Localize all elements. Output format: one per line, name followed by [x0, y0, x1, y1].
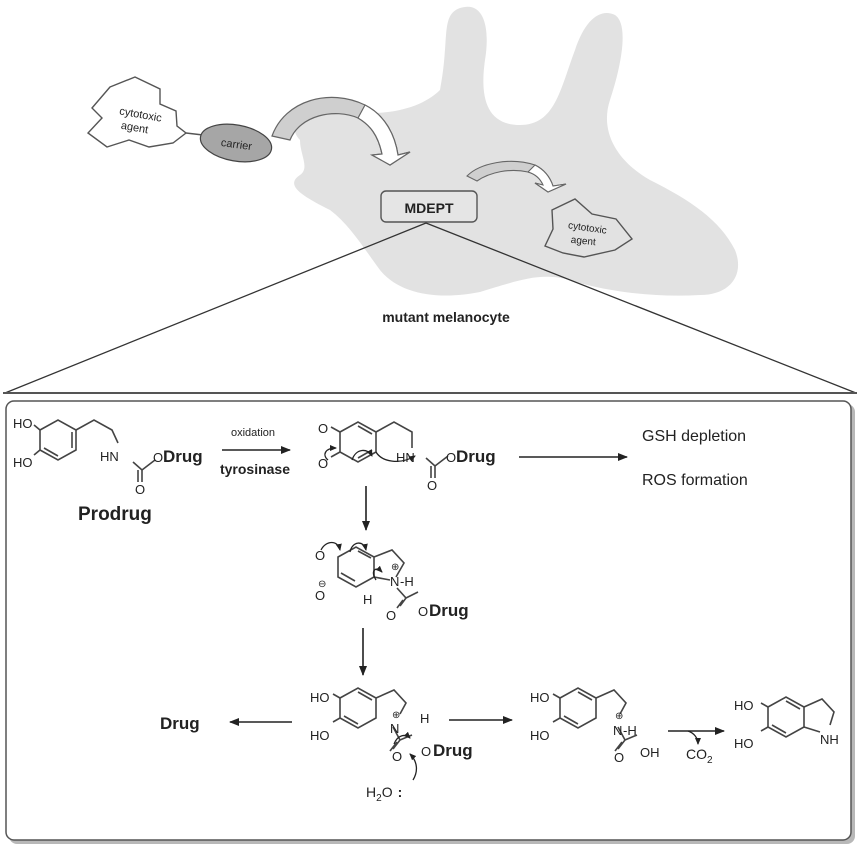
side-effect-gsh: GSH depletion — [642, 428, 746, 445]
melanocyte-cell — [294, 6, 739, 296]
plus-charge-icon: ⊕ — [615, 711, 623, 722]
intermediate-o-top: O — [315, 548, 325, 563]
product-ho-top: HO — [734, 698, 754, 713]
quinone-hn: HN — [396, 450, 415, 465]
carbamic-n: N — [613, 723, 622, 738]
prodrug-drug: Drug — [163, 447, 203, 466]
cytotoxic-agent-inside-line2: agent — [570, 235, 596, 249]
carrier — [199, 123, 273, 163]
released-drug-label: Drug — [160, 714, 200, 733]
intermediate-h: H — [363, 592, 372, 607]
minus-charge-icon: ⊖ — [318, 579, 326, 590]
plus-charge-icon: ⊕ — [391, 562, 399, 573]
carbamic-ho-top: HO — [530, 690, 550, 705]
intermediate-n: N — [390, 574, 399, 589]
hydrolysis-o-ester: O — [421, 744, 431, 759]
carbamic-carbonyl-o: O — [614, 750, 624, 765]
cyclized-intermediate-structure — [320, 541, 419, 609]
carbamic-ho-bottom: HO — [530, 728, 550, 743]
hydrolysis-h: H — [420, 711, 429, 726]
hydrolysis-drug: Drug — [433, 741, 473, 760]
hydrolysis-ho-top: HO — [310, 690, 330, 705]
mechanism-box — [5, 400, 852, 841]
mdept-label: MDEPT — [405, 200, 454, 216]
intermediate-nh: -H — [400, 574, 414, 589]
intermediate-drug: Drug — [429, 601, 469, 620]
cytotoxic-agent-outside-shape — [86, 76, 188, 148]
plus-charge-icon: ⊕ — [392, 710, 400, 721]
carbamic-oh: OH — [640, 745, 660, 760]
side-effect-ros: ROS formation — [642, 472, 748, 489]
quinone-o-bottom: O — [318, 456, 328, 471]
intermediate-carbonyl-o: O — [386, 608, 396, 623]
carbamic-acid-structure — [552, 687, 638, 752]
hydrolysis-n: N — [390, 721, 399, 736]
prodrug-structure — [33, 419, 156, 482]
prodrug-ho-bottom: HO — [13, 455, 33, 470]
intermediate-o-ester: O — [418, 604, 428, 619]
water-label: H2O: — [366, 784, 402, 804]
hydrolysis-carbonyl-o: O — [392, 749, 402, 764]
carrier-label: carrier — [220, 137, 253, 153]
carbamate-hydrolysis-structure — [332, 687, 418, 781]
quinone-o-ester: O — [446, 450, 456, 465]
prodrug-carbonyl-o: O — [135, 482, 145, 497]
prodrug-hn: HN — [100, 449, 119, 464]
quinone-carbonyl-o: O — [427, 478, 437, 493]
carbamic-nh: -H — [623, 723, 637, 738]
tyrosinase-label: tyrosinase — [220, 461, 290, 477]
cytotoxic-agent-inside-line1: cytotoxic — [567, 220, 607, 236]
quinone-drug: Drug — [456, 447, 496, 466]
co2-label: CO2 — [686, 746, 713, 766]
zoom-line-left — [4, 222, 427, 394]
product-nh: NH — [820, 732, 839, 747]
dihydroxyindoline-structure — [760, 696, 835, 738]
cytotoxic-agent-inside-shape — [544, 198, 634, 258]
mdept-box — [380, 190, 478, 223]
zoom-line-right — [425, 222, 857, 394]
product-ho-bottom: HO — [734, 736, 754, 751]
intermediate-o-minus: O — [315, 588, 325, 603]
oxidation-label: oxidation — [231, 427, 275, 439]
cell-label: mutant melanocyte — [382, 309, 510, 325]
quinone-o-top: O — [318, 421, 328, 436]
cytotoxic-agent-outside-line2: agent — [120, 120, 149, 137]
hydrolysis-ho-bottom: HO — [310, 728, 330, 743]
prodrug-o-ester: O — [153, 450, 163, 465]
quinone-structure — [324, 421, 449, 478]
prodrug-label: Prodrug — [78, 504, 152, 525]
prodrug-ho-top: HO — [13, 416, 33, 431]
